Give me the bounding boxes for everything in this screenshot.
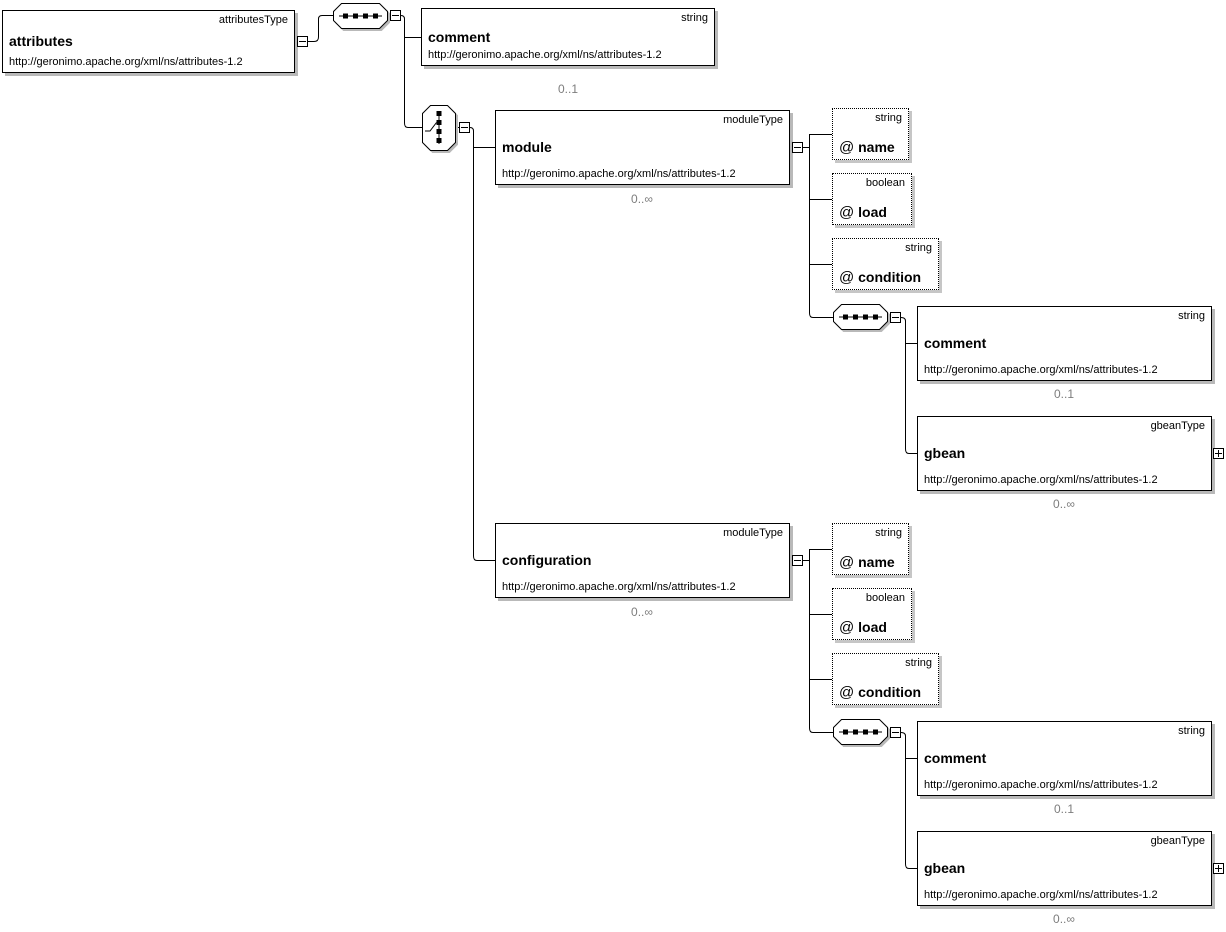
element-name: comment — [924, 335, 987, 351]
type-label: string — [875, 112, 902, 124]
cardinality-label: 0..∞ — [1053, 912, 1075, 926]
element-name: comment — [428, 28, 491, 45]
cardinality-label: 0..∞ — [631, 605, 653, 619]
attribute-name: @ condition — [839, 684, 922, 701]
attribute-name: @ name — [839, 139, 895, 156]
collapse-toggle-icon[interactable] — [792, 142, 803, 153]
sequence-icon[interactable] — [833, 304, 888, 335]
element-name: module — [502, 139, 552, 155]
at-sign: @ — [839, 204, 855, 221]
collapse-toggle-icon[interactable] — [459, 122, 470, 133]
cardinality-label: 0..1 — [1053, 387, 1074, 401]
element-name: configuration — [502, 552, 592, 568]
type-label: moduleType — [723, 527, 783, 539]
element-namespace: http://geronimo.apache.org/xml/ns/attrib… — [9, 56, 243, 68]
element-box-comment[interactable]: string comment http://geronimo.apache.or… — [917, 721, 1212, 796]
collapse-toggle-icon[interactable] — [297, 36, 308, 47]
type-label: gbeanType — [1150, 835, 1205, 847]
collapse-toggle-icon[interactable] — [390, 10, 401, 21]
type-label: string — [1178, 725, 1205, 737]
element-box-module[interactable]: moduleType module http://geronimo.apache… — [495, 110, 790, 185]
type-label: attributesType — [218, 14, 288, 26]
attribute-box-load[interactable]: boolean @ load — [832, 588, 912, 640]
element-namespace: http://geronimo.apache.org/xml/ns/attrib… — [924, 474, 1158, 486]
element-namespace: http://geronimo.apache.org/xml/ns/attrib… — [924, 889, 1158, 901]
attribute-box-name[interactable]: string @ name — [832, 108, 909, 160]
cardinality-label: 0..∞ — [631, 192, 653, 206]
sequence-icon[interactable] — [333, 3, 388, 34]
element-box-gbean[interactable]: gbeanType gbean http://geronimo.apache.o… — [917, 831, 1212, 906]
attribute-name: @ condition — [839, 269, 922, 286]
at-sign: @ — [839, 269, 855, 286]
element-box-configuration[interactable]: moduleType configuration http://geronimo… — [495, 523, 790, 598]
cardinality-label: 0..1 — [1053, 802, 1074, 816]
element-box-comment[interactable]: string comment http://geronimo.apache.or… — [917, 306, 1212, 381]
at-sign: @ — [839, 619, 855, 636]
element-box-attributes[interactable]: attributesType attributes http://geronim… — [2, 10, 295, 73]
collapse-toggle-icon[interactable] — [890, 727, 901, 738]
element-namespace: http://geronimo.apache.org/xml/ns/attrib… — [502, 581, 736, 593]
type-label: string — [905, 657, 932, 669]
expand-toggle-icon[interactable] — [1213, 448, 1224, 459]
cardinality-label: 0..1 — [557, 82, 578, 96]
type-label: moduleType — [723, 114, 783, 126]
type-label: string — [681, 12, 708, 24]
cardinality-label: 0..∞ — [1053, 497, 1075, 511]
attribute-box-condition[interactable]: string @ condition — [832, 653, 939, 705]
type-label: boolean — [865, 592, 905, 604]
attribute-box-load[interactable]: boolean @ load — [832, 173, 912, 225]
element-namespace: http://geronimo.apache.org/xml/ns/attrib… — [924, 364, 1158, 376]
element-box-gbean[interactable]: gbeanType gbean http://geronimo.apache.o… — [917, 416, 1212, 491]
at-sign: @ — [839, 554, 855, 571]
at-sign: @ — [839, 139, 855, 156]
attribute-name: @ name — [839, 554, 895, 571]
attribute-name: @ load — [839, 619, 887, 636]
expand-toggle-icon[interactable] — [1213, 863, 1224, 874]
attribute-name: @ load — [839, 204, 887, 221]
sequence-icon[interactable] — [833, 719, 888, 750]
element-name: comment — [924, 750, 987, 766]
attribute-box-condition[interactable]: string @ condition — [832, 238, 939, 290]
at-sign: @ — [839, 684, 855, 701]
element-name: attributes — [9, 33, 73, 49]
type-label: string — [1178, 310, 1205, 322]
element-name: gbean — [924, 860, 966, 876]
element-namespace: http://geronimo.apache.org/xml/ns/attrib… — [502, 168, 736, 180]
collapse-toggle-icon[interactable] — [792, 555, 803, 566]
element-box-comment[interactable]: string comment http://geronimo.apache.or… — [421, 8, 715, 66]
type-label: boolean — [865, 177, 905, 189]
attribute-box-name[interactable]: string @ name — [832, 523, 909, 575]
element-namespace: http://geronimo.apache.org/xml/ns/attrib… — [924, 779, 1158, 791]
type-label: string — [905, 242, 932, 254]
element-name: gbean — [924, 445, 966, 461]
collapse-toggle-icon[interactable] — [890, 312, 901, 323]
type-label: gbeanType — [1150, 420, 1205, 432]
choice-icon[interactable] — [422, 105, 456, 156]
type-label: string — [875, 527, 902, 539]
element-namespace: http://geronimo.apache.org/xml/ns/attrib… — [428, 49, 662, 61]
